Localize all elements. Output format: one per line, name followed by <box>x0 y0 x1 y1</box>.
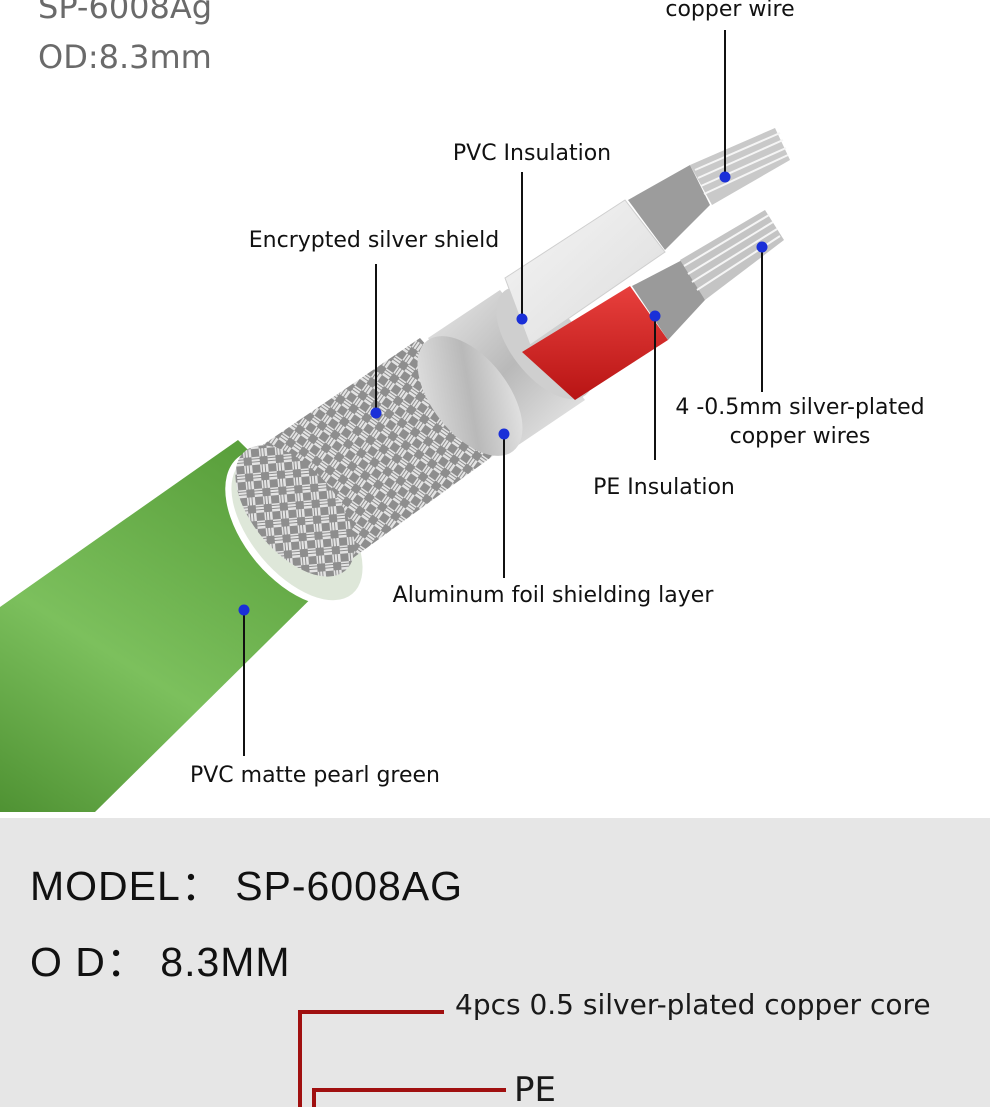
spec-od: O D： 8.3MM <box>30 939 291 985</box>
label-silver-plated-wires-1: 4 -0.5mm silver-plated <box>675 395 924 420</box>
label-copper-wire: copper wire <box>665 0 794 22</box>
spec-pe: PE <box>514 1070 556 1110</box>
pvc-insulated-conductor-top <box>504 128 790 346</box>
label-encrypted-silver-shield: Encrypted silver shield <box>249 228 500 253</box>
pe-insulated-conductor-red <box>522 210 784 400</box>
label-pvc-jacket: PVC matte pearl green <box>190 763 440 788</box>
marker-dots <box>238 171 768 616</box>
label-silver-plated-wires-2: copper wires <box>730 424 871 449</box>
spec-core: 4pcs 0.5 silver-plated copper core <box>455 988 931 1021</box>
label-pe-insulation: PE Insulation <box>593 475 735 500</box>
leader-lines <box>243 30 763 756</box>
spec-model: MODEL： SP-6008AG <box>30 863 463 909</box>
spec-panel: MODEL： SP-6008AG O D： 8.3MM 4pcs 0.5 sil… <box>0 818 990 1110</box>
header-model: SP-6008Ag <box>38 0 213 26</box>
cable-cutaway-diagram: copper wire PVC Insulation Encrypted sil… <box>0 0 925 812</box>
header-od: OD:8.3mm <box>38 38 212 76</box>
label-pvc-insulation: PVC Insulation <box>453 141 611 166</box>
spec-leader-lines <box>298 1010 506 1107</box>
label-aluminum-foil: Aluminum foil shielding layer <box>393 583 715 608</box>
